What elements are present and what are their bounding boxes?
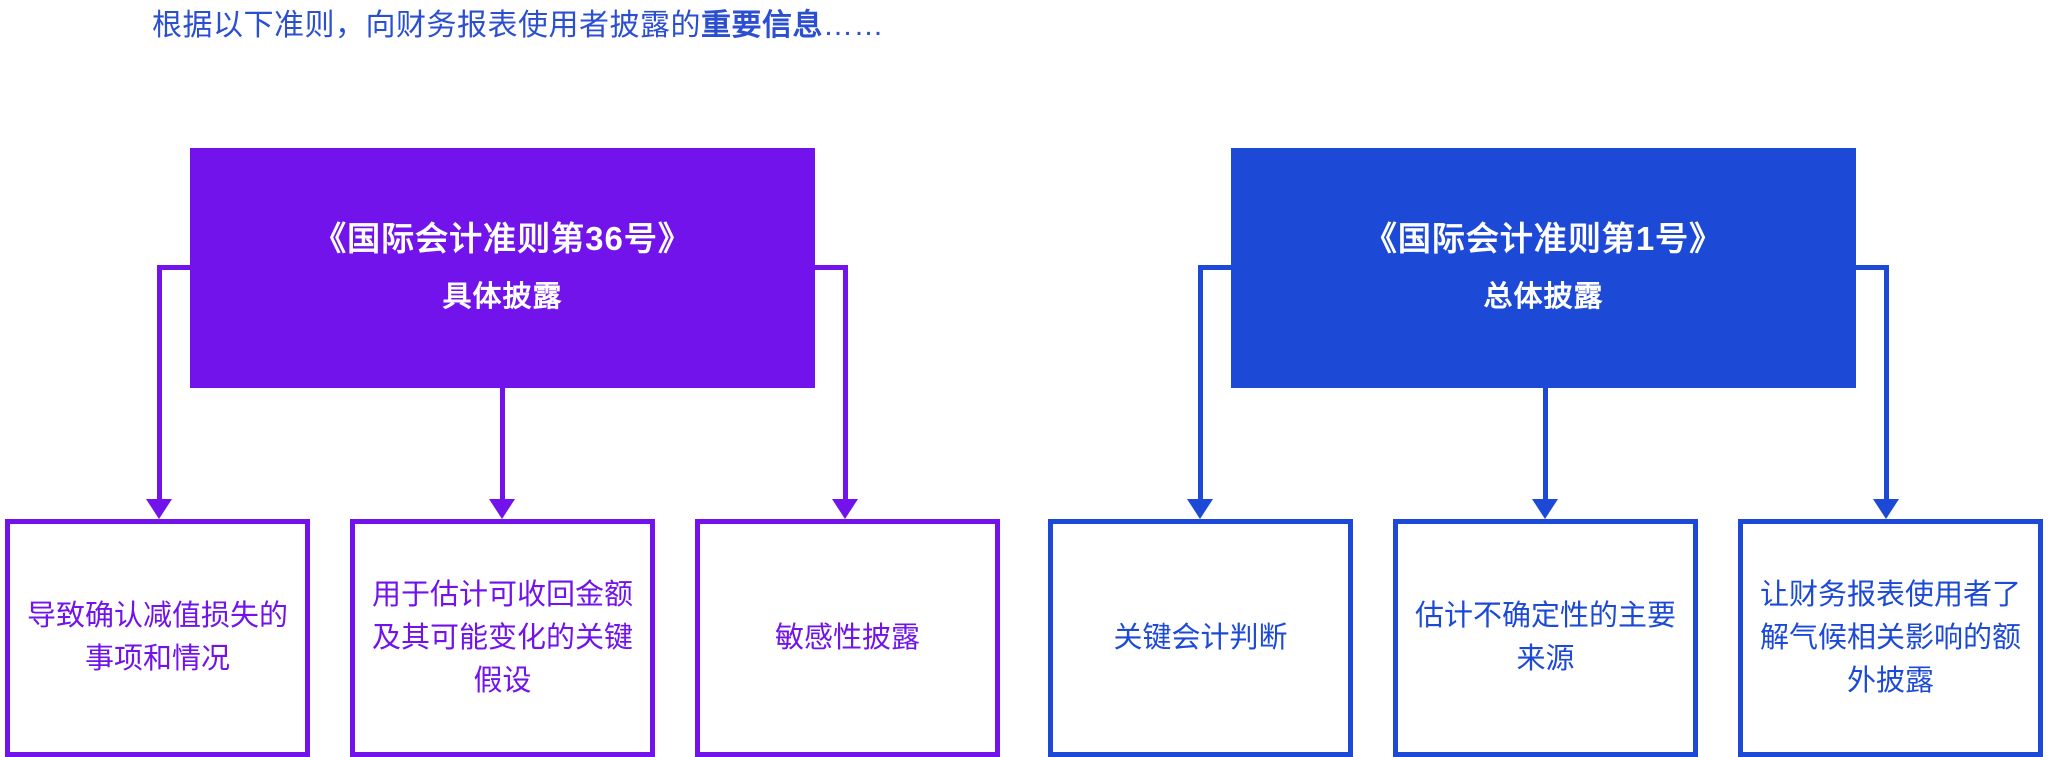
page-title-prefix: 根据以下准则，向财务报表使用者披露的	[152, 9, 701, 42]
child-node-b1-label: 关键会计判断	[1113, 621, 1288, 654]
connector-segment-vertical	[1884, 265, 1889, 506]
child-node-p1: 导致确认减值损失的事项和情况	[5, 519, 310, 757]
connector-arrowhead	[1532, 499, 1558, 519]
parent-node-ias1-title: 《国际会计准则第1号》	[1363, 220, 1724, 257]
connector-segment-vertical	[843, 265, 848, 506]
connector-segment-horizontal	[1198, 265, 1236, 270]
page-title: 根据以下准则，向财务报表使用者披露的重要信息……	[152, 6, 884, 46]
child-node-b2: 估计不确定性的主要来源	[1393, 519, 1698, 757]
child-node-p3-label: 敏感性披露	[774, 621, 920, 654]
page-title-emphasis: 重要信息	[701, 9, 823, 42]
page-title-suffix: ……	[823, 9, 884, 42]
child-node-b1: 关键会计判断	[1048, 519, 1353, 757]
parent-node-ias1: 《国际会计准则第1号》 总体披露	[1231, 148, 1856, 388]
child-node-p2: 用于估计可收回金额及其可能变化的关键假设	[350, 519, 655, 757]
parent-node-ias36: 《国际会计准则第36号》 具体披露	[190, 148, 815, 388]
connector-segment-vertical	[157, 265, 162, 506]
connector-arrowhead	[489, 499, 515, 519]
connector-arrowhead	[146, 499, 172, 519]
connector-arrowhead	[1873, 499, 1899, 519]
connector-segment-horizontal	[157, 265, 195, 270]
connector-segment-vertical	[500, 388, 505, 506]
parent-node-ias36-title: 《国际会计准则第36号》	[313, 220, 692, 257]
connector-segment-vertical	[1198, 265, 1203, 506]
child-node-p2-label: 用于估计可收回金额及其可能变化的关键假设	[371, 578, 633, 697]
child-node-p3: 敏感性披露	[695, 519, 1000, 757]
child-node-b3: 让财务报表使用者了解气候相关影响的额外披露	[1738, 519, 2043, 757]
parent-node-ias1-subtitle: 总体披露	[1483, 281, 1604, 313]
connector-segment-horizontal	[810, 265, 848, 270]
parent-node-ias36-subtitle: 具体披露	[442, 281, 563, 313]
connector-arrowhead	[832, 499, 858, 519]
connector-segment-vertical	[1543, 388, 1548, 506]
connector-arrowhead	[1187, 499, 1213, 519]
child-node-b3-label: 让财务报表使用者了解气候相关影响的额外披露	[1759, 578, 2021, 697]
child-node-p1-label: 导致确认减值损失的事项和情况	[26, 600, 288, 675]
child-node-b2-label: 估计不确定性的主要来源	[1414, 600, 1676, 675]
connector-segment-horizontal	[1851, 265, 1889, 270]
